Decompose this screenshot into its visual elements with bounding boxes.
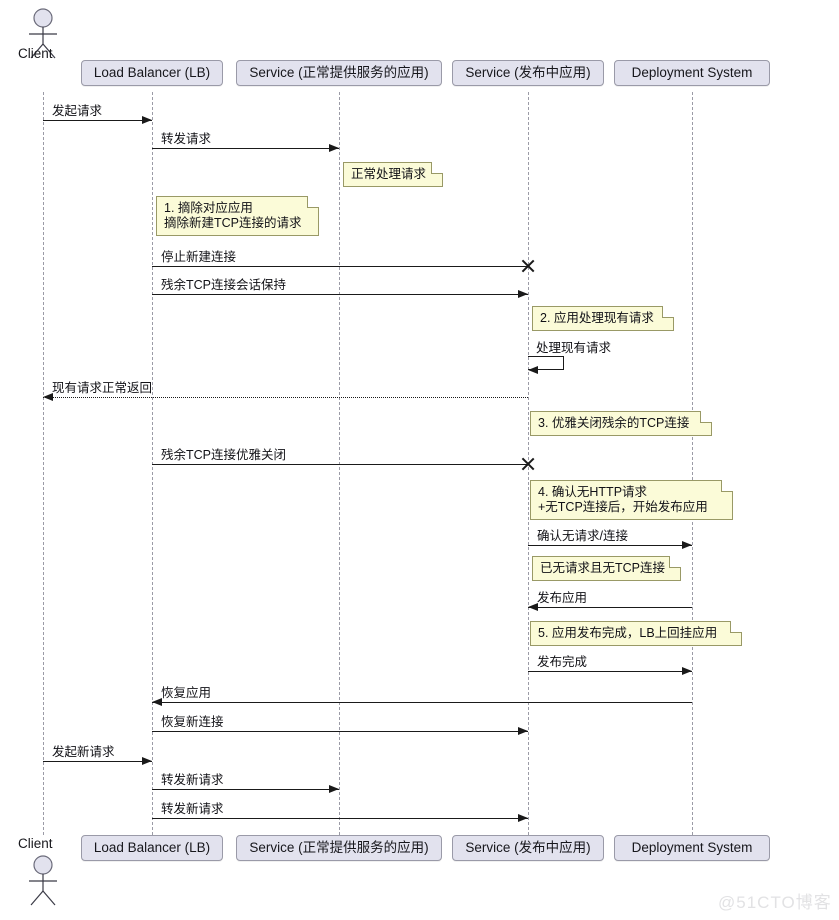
arrow-head-12	[518, 726, 528, 735]
arrow-head-9	[528, 602, 538, 611]
note-note_normal: 正常处理请求	[343, 162, 443, 187]
lifeline-lb	[152, 92, 153, 835]
destroy-marker-3	[520, 258, 536, 274]
message-line-1	[43, 120, 152, 121]
message-line-9	[528, 607, 692, 608]
message-label-5: 处理现有请求	[536, 341, 612, 355]
arrow-head-1	[142, 115, 152, 124]
message-label-11: 恢复应用	[161, 686, 212, 700]
note-dogear-icon	[431, 162, 443, 174]
message-line-4	[152, 294, 528, 295]
message-line-15	[152, 818, 528, 819]
lifeline-svc_ok	[339, 92, 340, 835]
note-text: 4. 确认无HTTP请求 +无TCP连接后，开始发布应用	[538, 485, 708, 514]
note-text: 已无请求且无TCP连接	[540, 561, 666, 575]
arrow-head-15	[518, 813, 528, 822]
note-dogear-icon	[700, 411, 712, 423]
actor-label-client: Client	[18, 46, 53, 61]
arrow-head-6	[43, 392, 53, 401]
arrow-head-14	[329, 784, 339, 793]
note-note_2: 2. 应用处理现有请求	[532, 306, 674, 331]
message-line-8	[528, 545, 692, 546]
note-note_5: 已无请求且无TCP连接	[532, 556, 681, 581]
arrow-head-5	[528, 365, 538, 374]
participant-label: Load Balancer (LB)	[93, 65, 211, 81]
note-text: 正常处理请求	[351, 167, 427, 181]
message-label-6: 现有请求正常返回	[52, 381, 153, 395]
message-label-10: 发布完成	[537, 655, 588, 669]
self-message-loop-5	[528, 356, 564, 370]
note-note_6: 5. 应用发布完成，LB上回挂应用	[530, 621, 742, 646]
message-line-11	[152, 702, 692, 703]
message-label-2: 转发请求	[161, 132, 212, 146]
participant-label: Service (正常提供服务的应用)	[249, 65, 429, 81]
participant-label: Service (发布中应用)	[465, 840, 591, 856]
note-text: 3. 优雅关闭残余的TCP连接	[538, 416, 690, 430]
message-line-14	[152, 789, 339, 790]
note-text: 1. 摘除对应应用 摘除新建TCP连接的请求	[164, 201, 302, 230]
note-text: 5. 应用发布完成，LB上回挂应用	[538, 626, 718, 640]
participant-box-svc_ok[interactable]: Service (正常提供服务的应用)	[236, 60, 442, 86]
actor-figure-client	[29, 8, 57, 59]
watermark-label: @51CTO博客	[718, 893, 832, 912]
lifeline-deploy	[692, 92, 693, 835]
message-label-14: 转发新请求	[161, 773, 224, 787]
note-note_1: 1. 摘除对应应用 摘除新建TCP连接的请求	[156, 196, 319, 236]
note-note_4: 4. 确认无HTTP请求 +无TCP连接后，开始发布应用	[530, 480, 733, 520]
participant-label: Deployment System	[631, 840, 753, 856]
participant-box-footer-lb[interactable]: Load Balancer (LB)	[81, 835, 223, 861]
participant-box-footer-deploy[interactable]: Deployment System	[614, 835, 770, 861]
participant-label: Service (正常提供服务的应用)	[249, 840, 429, 856]
participant-box-lb[interactable]: Load Balancer (LB)	[81, 60, 223, 86]
note-dogear-icon	[662, 306, 674, 318]
lifeline-client	[43, 92, 44, 835]
participant-label: Load Balancer (LB)	[93, 840, 211, 856]
message-label-1: 发起请求	[52, 104, 103, 118]
message-label-9: 发布应用	[537, 591, 588, 605]
note-dogear-icon	[669, 556, 681, 568]
arrow-head-4	[518, 289, 528, 298]
actor-figure-client	[29, 855, 57, 906]
message-line-12	[152, 731, 528, 732]
participant-box-footer-svc_dep[interactable]: Service (发布中应用)	[452, 835, 604, 861]
participant-label: Deployment System	[631, 65, 753, 81]
message-label-12: 恢复新连接	[161, 715, 224, 729]
arrow-head-13	[142, 756, 152, 765]
message-label-7: 残余TCP连接优雅关闭	[161, 448, 287, 462]
message-line-3	[152, 266, 528, 267]
arrow-head-8	[682, 540, 692, 549]
note-dogear-icon	[721, 480, 733, 492]
participant-box-deploy[interactable]: Deployment System	[614, 60, 770, 86]
destroy-marker-7	[520, 456, 536, 472]
message-label-3: 停止新建连接	[161, 250, 237, 264]
message-line-6	[43, 397, 528, 398]
message-label-13: 发起新请求	[52, 745, 115, 759]
message-label-15: 转发新请求	[161, 802, 224, 816]
message-line-13	[43, 761, 152, 762]
note-dogear-icon	[730, 621, 742, 633]
note-text: 2. 应用处理现有请求	[540, 311, 654, 325]
note-note_3: 3. 优雅关闭残余的TCP连接	[530, 411, 712, 436]
message-line-7	[152, 464, 528, 465]
message-line-2	[152, 148, 339, 149]
arrow-head-2	[329, 143, 339, 152]
message-label-8: 确认无请求/连接	[537, 529, 628, 543]
participant-box-footer-svc_ok[interactable]: Service (正常提供服务的应用)	[236, 835, 442, 861]
actor-label-client: Client	[18, 836, 53, 851]
participant-box-svc_dep[interactable]: Service (发布中应用)	[452, 60, 604, 86]
arrow-head-10	[682, 666, 692, 675]
arrow-head-11	[152, 697, 162, 706]
message-line-10	[528, 671, 692, 672]
message-label-4: 残余TCP连接会话保持	[161, 278, 287, 292]
note-dogear-icon	[307, 196, 319, 208]
participant-label: Service (发布中应用)	[465, 65, 591, 81]
